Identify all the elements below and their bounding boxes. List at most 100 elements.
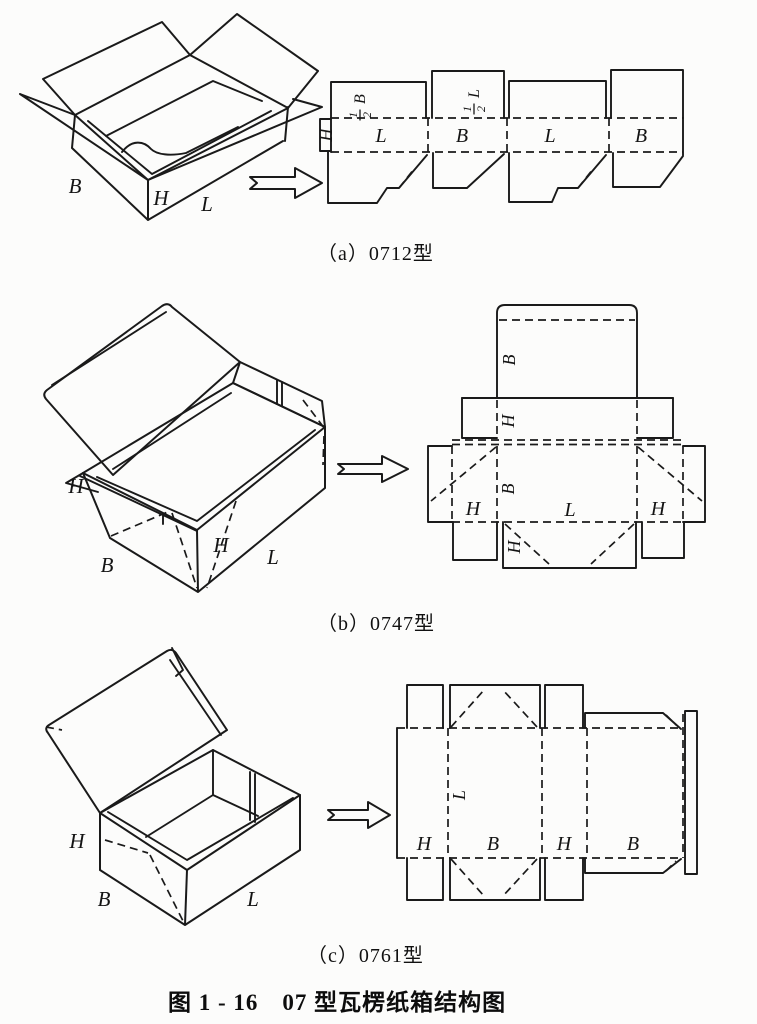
front-flap-diag-right (590, 523, 635, 565)
figure-b: H B L H (43, 303, 706, 593)
front-flap-label: H (504, 540, 524, 555)
dim-h-label: H (68, 829, 86, 853)
dim-l-label: L (200, 192, 213, 216)
outer-flap-right (682, 445, 706, 523)
hidden-fold-3 (206, 500, 237, 589)
top-flap-2 (449, 684, 541, 729)
lid-wall-seam (276, 379, 283, 407)
bottom-flap-diag-right (502, 858, 538, 897)
front-flap (502, 521, 637, 569)
box-body (99, 794, 301, 926)
caption-c: （c）0761型 (307, 945, 424, 967)
panel-2-label: B (456, 125, 468, 147)
right-flap-label: H (650, 498, 667, 520)
lid-label: B (499, 355, 519, 366)
lid-panel (45, 648, 228, 814)
back-wall-label: H (498, 414, 518, 429)
corner-notch-top (665, 714, 677, 726)
wall-right-tab (636, 397, 674, 439)
figure-a: B H L H L B (19, 13, 684, 221)
hidden-fold-4 (302, 399, 326, 466)
floor-width-label: B (498, 484, 518, 495)
dim-h-label: H (152, 186, 170, 210)
hidden-fold-1 (110, 510, 171, 537)
panel-4-label: B (635, 125, 647, 147)
top-flap-diag-left (450, 689, 485, 728)
wall-seam (249, 771, 256, 823)
corner-notch-bottom (665, 860, 677, 872)
box-inner-rim (87, 110, 272, 175)
dim-h-label: H (67, 474, 85, 498)
box-inner-wall (105, 80, 263, 137)
box-inner-corner (145, 749, 259, 838)
floor-label: L (563, 499, 575, 521)
dim-l-label: L (266, 545, 279, 569)
glue-tab-label: H (316, 128, 336, 143)
bottom-tab-left (452, 521, 498, 561)
figure-c: H B L (45, 647, 698, 926)
top-flap-4 (610, 69, 684, 119)
lid-front-wall (232, 361, 326, 428)
wall-left-tab (461, 397, 498, 439)
pattern-b: B H H B L H H (427, 304, 706, 569)
top-flap-3 (508, 80, 607, 119)
outer-flap-left (427, 445, 453, 523)
panel-1-label: L (374, 125, 386, 147)
box3d-a: B H L (19, 13, 323, 221)
top-flap-3 (544, 684, 584, 729)
corner-diag-right (637, 446, 703, 502)
bottom-flap-diag-left (450, 858, 485, 897)
glue-tab (684, 710, 698, 875)
pattern-c: H B L H B (396, 684, 698, 901)
glue-tab (319, 118, 332, 152)
box3d-c: H B L (45, 647, 301, 926)
box-inner-rim (96, 429, 316, 522)
box3d-b: H B L H (43, 303, 326, 593)
box-body (82, 426, 326, 593)
bottom-flap-3 (544, 857, 584, 901)
bottom-flap-3 (508, 152, 607, 203)
flap-fold-diag-1 (398, 168, 415, 189)
left-tab (65, 472, 99, 493)
bottom-flap-4 (612, 152, 684, 188)
caption-a: （a）0712型 (317, 243, 434, 265)
panel-2-label: B (487, 833, 499, 855)
unfold-arrow-b-icon (337, 455, 409, 483)
caption-b: （b）0747型 (317, 613, 435, 635)
right-side-flap (147, 98, 323, 181)
box-inner-wall (112, 392, 232, 470)
front-flap-diag-left (504, 523, 550, 565)
side-flap-edge (79, 475, 198, 532)
inner-flap-curve (121, 126, 239, 156)
svg-text:1: 1 (346, 112, 360, 118)
lid-edge-inner (51, 311, 167, 386)
hidden-fold-2 (171, 512, 198, 589)
top-flap-4 (584, 712, 682, 730)
box-inner-rim (107, 797, 294, 861)
lid-corner-dash (45, 726, 63, 731)
lid-panel (43, 303, 241, 476)
half-b-label: 1 2 B (346, 94, 374, 121)
half-l-label: 1 2 L (460, 89, 488, 115)
bottom-flap-1 (327, 151, 428, 204)
box-body (71, 106, 289, 221)
panel-2-height-label: L (449, 790, 469, 801)
flap-fold-diag-3 (577, 168, 594, 189)
unfold-arrow-c-icon (327, 801, 391, 829)
left-side-flap (19, 93, 149, 181)
svg-text:B: B (352, 94, 369, 104)
svg-text:2: 2 (474, 106, 488, 112)
lid-corner-tab (171, 647, 184, 677)
top-flap-diag-right (502, 689, 538, 728)
svg-text:L: L (466, 89, 483, 99)
top-flap-2 (431, 70, 505, 119)
pattern-a: H L B L B 1 2 B 1 2 L (316, 69, 684, 204)
lid-edge-inner (169, 659, 222, 736)
back-right-flap (189, 13, 319, 109)
dim-b-label: B (69, 174, 82, 198)
panel-3-label: H (556, 833, 573, 855)
box-rim (82, 382, 326, 531)
panel-4-label: B (627, 833, 639, 855)
lid-panel (496, 304, 638, 399)
